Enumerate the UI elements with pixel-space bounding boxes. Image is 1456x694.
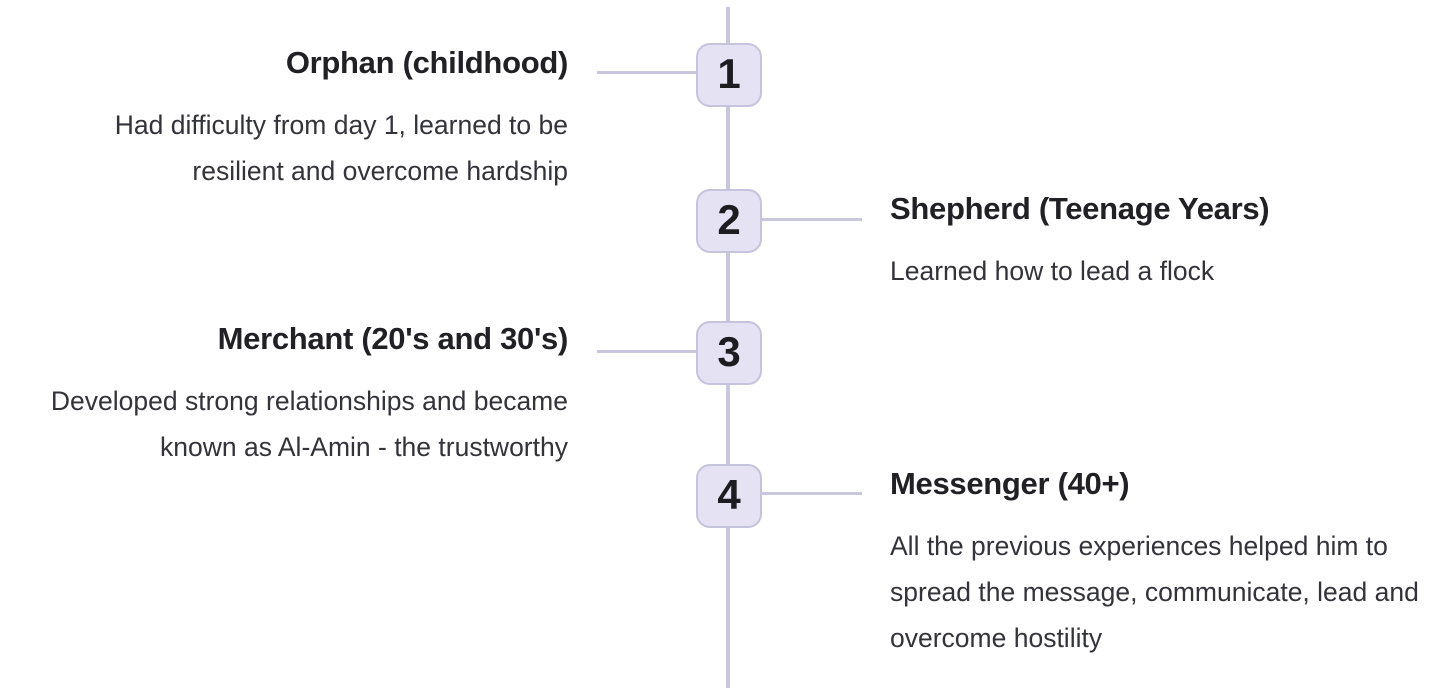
timeline-entry-orphan: Orphan (childhood) Had difficulty from d… (48, 44, 569, 194)
entry-title: Orphan (childhood) (285, 45, 568, 80)
timeline-node-2: 2 (696, 189, 762, 253)
entry-description: Had difficulty from day 1, learned to be… (114, 110, 568, 186)
connector-line-3 (597, 350, 697, 353)
connector-line-4 (762, 492, 862, 495)
node-number-1: 1 (717, 50, 741, 97)
node-number-2: 2 (717, 196, 741, 243)
entry-title: Merchant (20's and 30's) (217, 321, 569, 356)
node-number-4: 4 (717, 471, 741, 518)
timeline-entry-messenger: Messenger (40+) All the previous experie… (890, 465, 1430, 661)
timeline-node-3: 3 (696, 321, 762, 385)
entry-title: Messenger (40+) (890, 466, 1130, 501)
timeline-node-4: 4 (696, 464, 762, 528)
timeline-node-1: 1 (696, 43, 762, 107)
connector-line-1 (597, 71, 697, 74)
entry-description: Learned how to lead a flock (890, 256, 1215, 286)
timeline-entry-merchant: Merchant (20's and 30's) Developed stron… (48, 320, 568, 470)
entry-description: All the previous experiences helped him … (890, 531, 1419, 653)
connector-line-2 (762, 218, 862, 221)
entry-title: Shepherd (Teenage Years) (890, 191, 1270, 226)
entry-description: Developed strong relationships and becam… (50, 386, 568, 462)
timeline-entry-shepherd: Shepherd (Teenage Years) Learned how to … (890, 190, 1430, 294)
node-number-3: 3 (717, 328, 741, 375)
